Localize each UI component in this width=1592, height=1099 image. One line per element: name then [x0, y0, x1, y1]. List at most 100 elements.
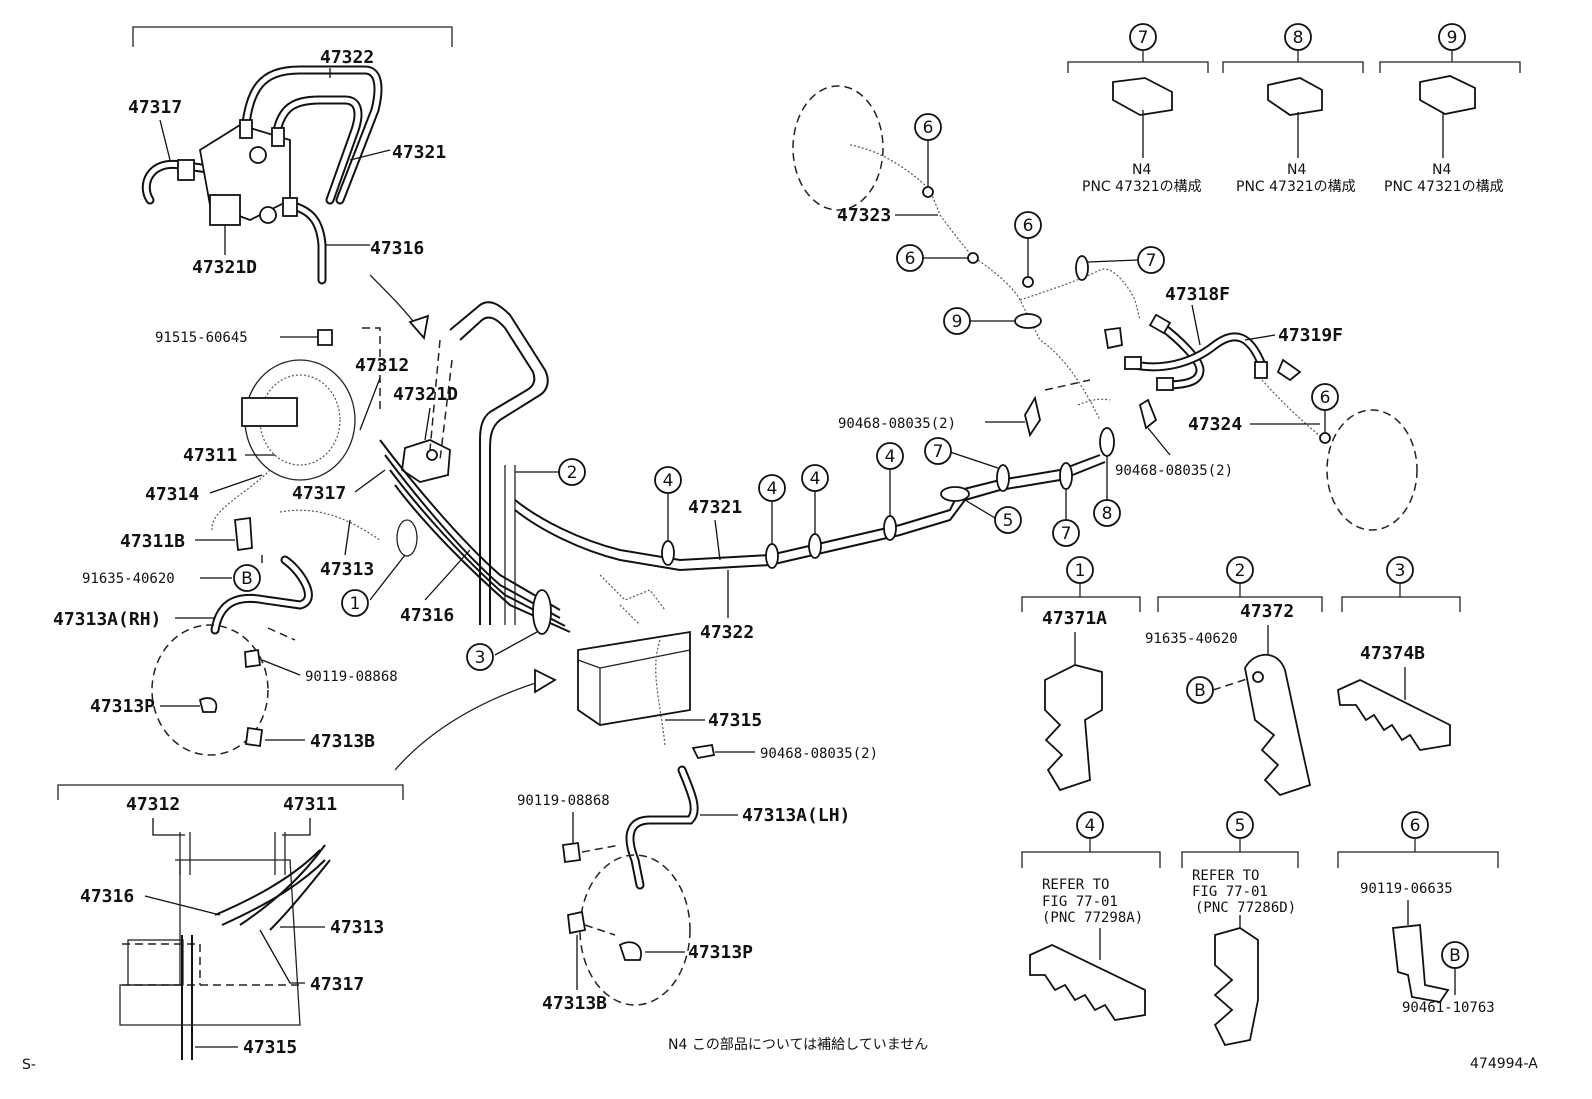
label-90119-low: 90119-08868 — [517, 793, 610, 809]
clamp-1-icon — [1044, 664, 1103, 792]
callout-1-main — [341, 589, 369, 617]
label-47316-bot: 47316 — [80, 886, 134, 907]
label-47311-bot: 47311 — [283, 794, 337, 815]
inset-4-refer1: REFER TO — [1042, 877, 1109, 893]
b-marker-left — [233, 564, 261, 592]
inset-4-refer2: FIG 77-01 — [1042, 894, 1118, 910]
inset-8-n4: N4 — [1287, 162, 1306, 178]
label-90468-low: 90468-08035(2) — [760, 746, 878, 762]
pipe-47322-run — [514, 461, 1106, 572]
inset-7-n4: N4 — [1132, 162, 1151, 178]
inset-6-part1: 90119-06635 — [1360, 881, 1453, 897]
inset-4-refer3: (PNC 77298A) — [1042, 910, 1143, 926]
bottom-left-detail-group: 47312 47311 47316 47313 47317 47315 — [57, 668, 557, 1060]
center-pipes-group: 2 3 4 4 4 4 5 7 7 — [379, 301, 1121, 762]
label-47321D: 47321D — [393, 384, 458, 405]
pipe-47322-main — [449, 301, 549, 625]
inset-5-refer3: (PNC 77286D) — [1195, 900, 1296, 916]
svg-text:6: 6 — [905, 249, 916, 269]
svg-text:B: B — [241, 569, 253, 589]
label-47313P-left: 47313P — [90, 696, 155, 717]
inset-8-pnc: PNC 47321の構成 — [1236, 179, 1356, 195]
corner-mark: S- — [22, 1057, 36, 1073]
hose-47313A-LH — [625, 765, 699, 890]
clip-9-icon — [1419, 75, 1476, 115]
inset-5-refer1: REFER TO — [1192, 868, 1259, 884]
svg-text:6: 6 — [923, 118, 934, 138]
label-91515: 91515-60645 — [155, 330, 248, 346]
left-section-group: 91515-60645 47312 47321D 47311 47314 473… — [53, 327, 471, 756]
label-47313A-LH: 47313A(LH) — [742, 805, 850, 826]
callout-9-main — [943, 307, 971, 335]
label-47316-mid: 47316 — [400, 605, 454, 626]
clamp-4-icon — [1029, 944, 1146, 1021]
svg-text:1: 1 — [1075, 561, 1086, 581]
label-47313: 47313 — [320, 559, 374, 580]
svg-text:9: 9 — [952, 312, 963, 332]
label-47311: 47311 — [183, 445, 237, 466]
callout-6-c — [1014, 211, 1042, 239]
bolt-47313B-lh — [567, 910, 587, 935]
footer-note: N4 この部品については補給していません — [668, 1037, 928, 1053]
label-47315: 47315 — [708, 710, 762, 731]
bracket-47311B — [234, 516, 253, 552]
svg-text:6: 6 — [1320, 388, 1331, 408]
label-47317-top: 47317 — [128, 97, 182, 118]
label-47311B: 47311B — [120, 531, 185, 552]
callout-4-d — [876, 442, 904, 470]
inset-7-pnc: PNC 47321の構成 — [1082, 179, 1202, 195]
svg-text:7: 7 — [933, 442, 944, 462]
clip-7-icon — [1112, 77, 1173, 116]
label-47313B-left: 47313B — [310, 731, 375, 752]
svg-text:B: B — [1449, 946, 1461, 966]
callout-6-a — [914, 113, 942, 141]
label-91635-left: 91635-40620 — [82, 571, 175, 587]
inset-9-pnc: PNC 47321の構成 — [1384, 179, 1504, 195]
label-47324: 47324 — [1188, 414, 1242, 435]
label-47323: 47323 — [837, 205, 891, 226]
clamp-3-center — [532, 589, 552, 635]
bolt-90119-rh — [244, 648, 262, 669]
callout-6-d — [1311, 383, 1339, 411]
svg-text:9: 9 — [1447, 28, 1458, 48]
clip-47313P-lh — [618, 941, 642, 961]
label-90468-right: 90468-08035(2) — [1115, 463, 1233, 479]
clip-6-icon — [1392, 924, 1450, 1003]
valve-47321D — [401, 439, 451, 483]
inset-4: 4 REFER TO FIG 77-01 (PNC 77298A) — [1021, 811, 1161, 1021]
label-47313B-low: 47313B — [542, 993, 607, 1014]
label-47321-center: 47321 — [688, 497, 742, 518]
label-47322-center: 47322 — [700, 622, 754, 643]
svg-text:4: 4 — [1085, 816, 1096, 836]
rear-drum-right — [1326, 409, 1418, 531]
lh-hose-group: 90119-08868 47313A(LH) 47313P 47313B — [517, 765, 850, 1014]
clip-90468-mid — [1024, 395, 1041, 438]
callout-7-a — [924, 437, 952, 465]
svg-text:6: 6 — [1410, 816, 1421, 836]
inset-6: 6 90119-06635 B 90461-10763 — [1337, 811, 1499, 1016]
svg-text:7: 7 — [1061, 524, 1072, 544]
callout-3-main — [466, 643, 494, 671]
svg-text:4: 4 — [810, 469, 821, 489]
inset-6-part2: 90461-10763 — [1402, 1000, 1495, 1016]
svg-text:4: 4 — [663, 471, 674, 491]
diagram-id: 474994-A — [1470, 1056, 1538, 1072]
callout-7-c — [1137, 246, 1165, 274]
label-47318F: 47318F — [1165, 284, 1230, 305]
inset-2-bolt: 91635-40620 — [1145, 631, 1238, 647]
callout-4-c — [801, 464, 829, 492]
detail-circle-lh — [579, 854, 691, 1006]
top-left-detail-group: 47322 47317 47321 47316 47321D — [128, 26, 453, 340]
svg-text:5: 5 — [1003, 511, 1014, 531]
callout-4-a — [654, 466, 682, 494]
svg-text:4: 4 — [885, 447, 896, 467]
inset-9-n4: N4 — [1432, 162, 1451, 178]
callout-6-b — [896, 244, 924, 272]
label-47321-top: 47321 — [392, 142, 446, 163]
svg-text:2: 2 — [567, 463, 578, 483]
label-47322-top: 47322 — [320, 47, 374, 68]
clamp-2-post — [504, 465, 516, 625]
bolt-90119-lh — [562, 841, 581, 864]
